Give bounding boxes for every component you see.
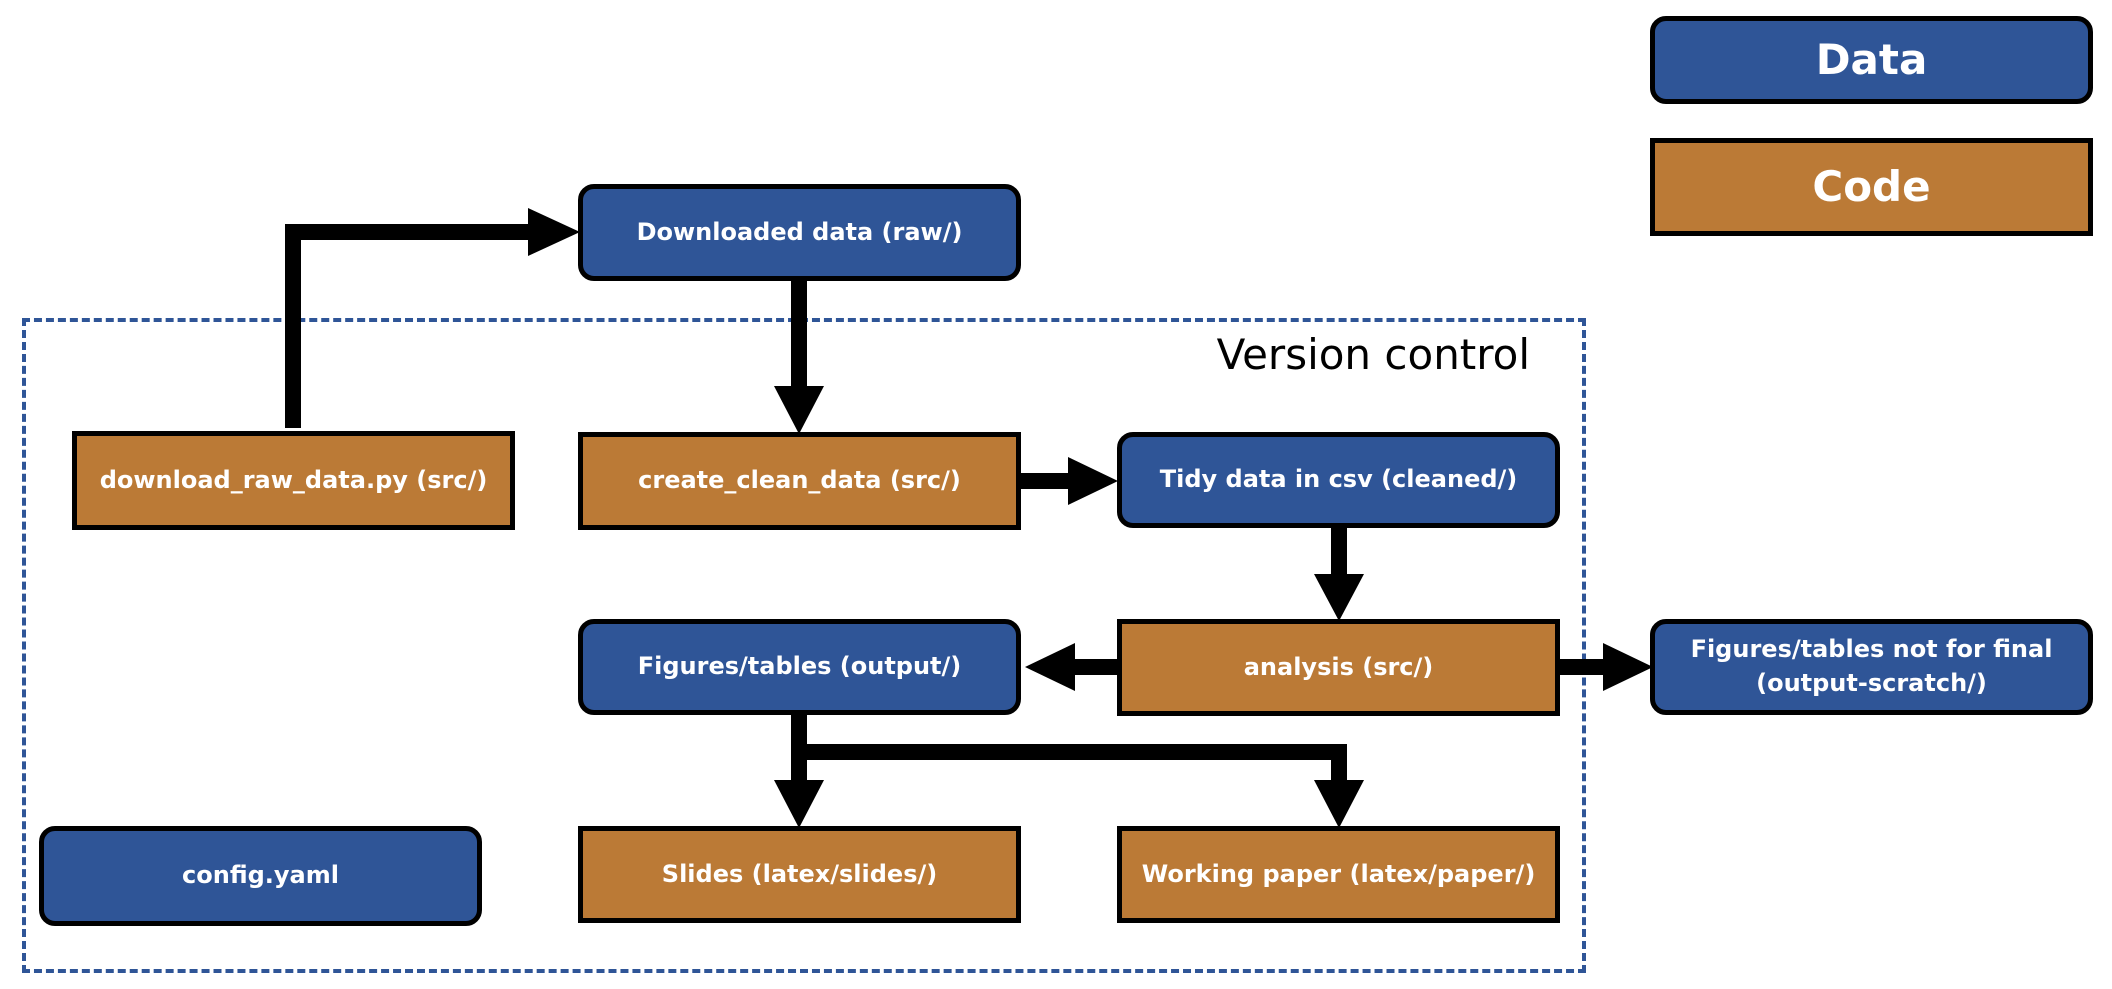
legend-code-label: Code bbox=[1812, 161, 1931, 211]
arrowhead-figures-to-slides bbox=[774, 780, 824, 828]
legend-data: Data bbox=[1650, 16, 2093, 104]
node-working-paper: Working paper (latex/paper/) bbox=[1117, 826, 1560, 923]
node-config: config.yaml bbox=[39, 826, 482, 926]
legend-code: Code bbox=[1650, 138, 2093, 236]
node-analysis-label: analysis (src/) bbox=[1243, 652, 1434, 681]
arrow-figures-to-paper bbox=[799, 744, 1347, 785]
node-figures-tables: Figures/tables (output/) bbox=[578, 619, 1021, 715]
node-config-label: config.yaml bbox=[182, 861, 339, 890]
legend-data-label: Data bbox=[1815, 34, 1928, 84]
node-figures-scratch-label-line1: Figures/tables not for final bbox=[1690, 635, 2053, 664]
node-tidy-data: Tidy data in csv (cleaned/) bbox=[1117, 432, 1560, 528]
node-figures-scratch-label-line2: (output-scratch/) bbox=[1756, 669, 1987, 697]
node-create-clean-data-label: create_clean_data (src/) bbox=[638, 466, 961, 495]
node-download-raw-data-script-label: download_raw_data.py (src/) bbox=[99, 465, 488, 494]
arrowhead-analysis-to-figures bbox=[1025, 643, 1075, 691]
node-figures-scratch: Figures/tables not for final (output-scr… bbox=[1650, 619, 2093, 715]
arrowhead-tidy-to-analysis bbox=[1314, 574, 1364, 621]
node-download-raw-data-script: download_raw_data.py (src/) bbox=[72, 431, 515, 530]
arrow-download-to-raw bbox=[285, 224, 528, 428]
arrowhead-clean-to-tidy bbox=[1068, 457, 1118, 505]
arrowhead-figures-to-paper bbox=[1314, 780, 1364, 828]
node-create-clean-data: create_clean_data (src/) bbox=[578, 432, 1021, 530]
node-slides: Slides (latex/slides/) bbox=[578, 826, 1021, 923]
node-tidy-data-label: Tidy data in csv (cleaned/) bbox=[1159, 465, 1518, 494]
arrowhead-raw-to-clean bbox=[774, 386, 824, 434]
node-slides-label: Slides (latex/slides/) bbox=[661, 859, 938, 888]
node-downloaded-data-label: Downloaded data (raw/) bbox=[636, 217, 963, 246]
arrowhead-download-to-raw bbox=[528, 208, 580, 256]
version-control-label: Version control bbox=[1216, 330, 1530, 379]
node-analysis: analysis (src/) bbox=[1117, 619, 1560, 716]
node-figures-tables-label: Figures/tables (output/) bbox=[637, 652, 962, 681]
arrowhead-analysis-to-scratch bbox=[1603, 643, 1653, 691]
node-working-paper-label: Working paper (latex/paper/) bbox=[1141, 859, 1536, 888]
node-downloaded-data: Downloaded data (raw/) bbox=[578, 184, 1021, 281]
